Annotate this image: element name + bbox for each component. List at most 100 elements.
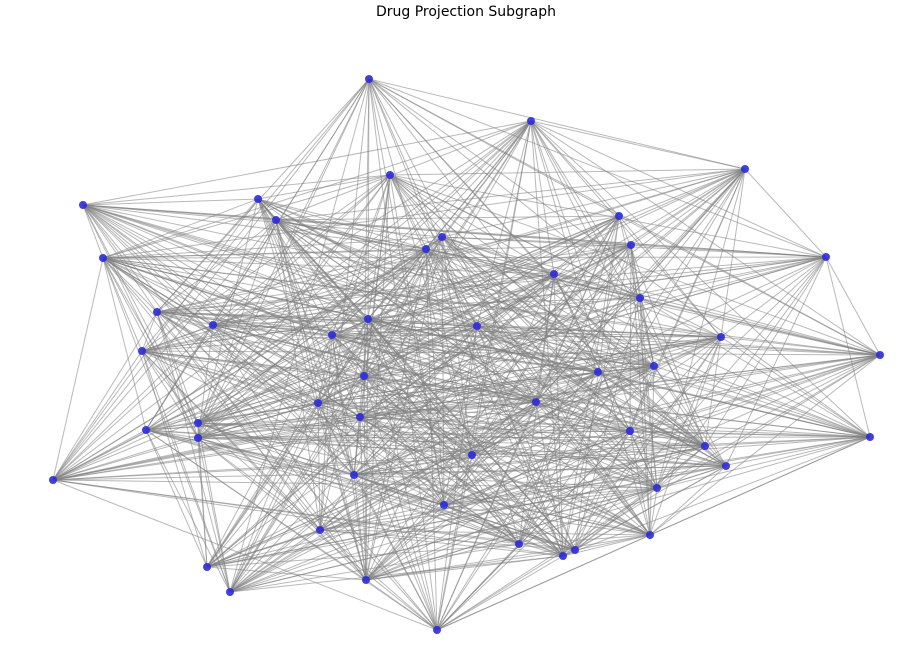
graph-edge bbox=[156, 219, 277, 313]
graph-edge bbox=[141, 318, 369, 352]
graph-edge bbox=[363, 244, 632, 377]
graph-edge bbox=[141, 311, 158, 352]
graph-edge bbox=[317, 402, 727, 467]
graph-edge bbox=[197, 256, 827, 424]
graph-edge bbox=[725, 256, 827, 467]
graph-edge bbox=[317, 402, 631, 432]
graph-node bbox=[365, 75, 373, 83]
graph-edge bbox=[145, 429, 727, 467]
graph-edge bbox=[145, 248, 427, 431]
graph-edge bbox=[212, 324, 367, 581]
graph-edge bbox=[367, 318, 655, 367]
graph-edge bbox=[443, 354, 881, 506]
graph-edge bbox=[353, 325, 478, 476]
figure-title: Drug Projection Subgraph bbox=[375, 4, 557, 20]
graph-edge bbox=[197, 371, 599, 439]
graph-edge bbox=[102, 198, 259, 259]
graph-node bbox=[594, 368, 602, 376]
graph-edge bbox=[825, 256, 881, 356]
graph-edge bbox=[353, 474, 658, 489]
graph-edge bbox=[82, 204, 319, 404]
graph-edge bbox=[156, 311, 365, 377]
graph-edge bbox=[257, 174, 391, 200]
graph-edge bbox=[368, 78, 827, 258]
graph-edge bbox=[102, 168, 746, 259]
graph-edge bbox=[275, 215, 620, 221]
graph-node bbox=[314, 399, 322, 407]
graph-edge bbox=[206, 487, 658, 568]
graph-node bbox=[360, 372, 368, 380]
graph-edge bbox=[156, 215, 620, 313]
graph-edge bbox=[359, 325, 478, 418]
graph-edge bbox=[476, 273, 555, 327]
graph-edge bbox=[275, 219, 871, 438]
graph-node bbox=[138, 347, 146, 355]
graph-edge bbox=[436, 354, 881, 631]
graph-edge bbox=[553, 273, 564, 557]
graph-edge bbox=[720, 336, 871, 438]
graph-edge bbox=[562, 430, 631, 557]
graph-node bbox=[653, 484, 661, 492]
graph-edge bbox=[553, 273, 722, 338]
graph-node bbox=[615, 212, 623, 220]
graph-edge bbox=[52, 336, 722, 481]
graph-edge bbox=[156, 311, 355, 476]
graph-edge bbox=[206, 334, 333, 568]
graph-edge bbox=[367, 318, 438, 631]
graph-edge bbox=[359, 416, 706, 447]
graph-edge bbox=[639, 297, 658, 489]
graph-edge bbox=[156, 311, 199, 439]
graph-edge bbox=[82, 198, 259, 206]
graph-node bbox=[636, 294, 644, 302]
graph-edge bbox=[618, 215, 881, 356]
graph-edge bbox=[331, 334, 655, 367]
graph-edge bbox=[365, 436, 871, 581]
graph-edge bbox=[319, 401, 537, 531]
graph-edge bbox=[476, 325, 727, 467]
graph-node bbox=[433, 626, 441, 634]
graph-node bbox=[717, 333, 725, 341]
graph-node bbox=[79, 201, 87, 209]
graph-edge bbox=[102, 256, 827, 259]
graph-node bbox=[515, 540, 523, 548]
graph-node bbox=[473, 322, 481, 330]
graph-edge bbox=[363, 365, 655, 377]
graph-edge bbox=[365, 365, 655, 581]
graph-node bbox=[364, 315, 372, 323]
graph-edge bbox=[629, 430, 706, 447]
graph-edge bbox=[331, 334, 722, 338]
graph-node bbox=[741, 165, 749, 173]
graph-edge bbox=[359, 416, 871, 438]
graph-node bbox=[272, 216, 280, 224]
graph-node bbox=[194, 434, 202, 442]
graph-edge bbox=[52, 350, 143, 481]
graph-edge bbox=[82, 120, 532, 206]
graph-edge bbox=[102, 244, 632, 259]
graph-edge bbox=[704, 336, 722, 447]
graph-edge bbox=[317, 402, 367, 581]
graph-edge bbox=[275, 219, 881, 356]
graph-edge bbox=[212, 244, 632, 326]
graph-edge bbox=[597, 371, 727, 467]
graph-edge bbox=[52, 257, 104, 481]
graph-edge bbox=[212, 236, 443, 326]
graph-edge bbox=[368, 78, 871, 438]
graph-edge bbox=[649, 487, 658, 536]
graph-edge bbox=[471, 365, 655, 456]
graph-edge bbox=[197, 120, 532, 424]
graph-edge bbox=[436, 543, 520, 631]
graph-edge bbox=[553, 273, 641, 299]
graph-edge bbox=[353, 474, 367, 581]
graph-edge bbox=[197, 422, 706, 447]
graph-edge bbox=[629, 430, 871, 438]
graph-edge bbox=[82, 204, 443, 238]
graph-edge bbox=[597, 336, 722, 373]
graph-edge bbox=[535, 401, 706, 447]
graph-edge bbox=[353, 454, 473, 476]
graph-edge bbox=[156, 311, 655, 367]
graph-edge bbox=[443, 365, 655, 506]
graph-edge bbox=[145, 120, 532, 431]
graph-edge bbox=[52, 354, 881, 481]
